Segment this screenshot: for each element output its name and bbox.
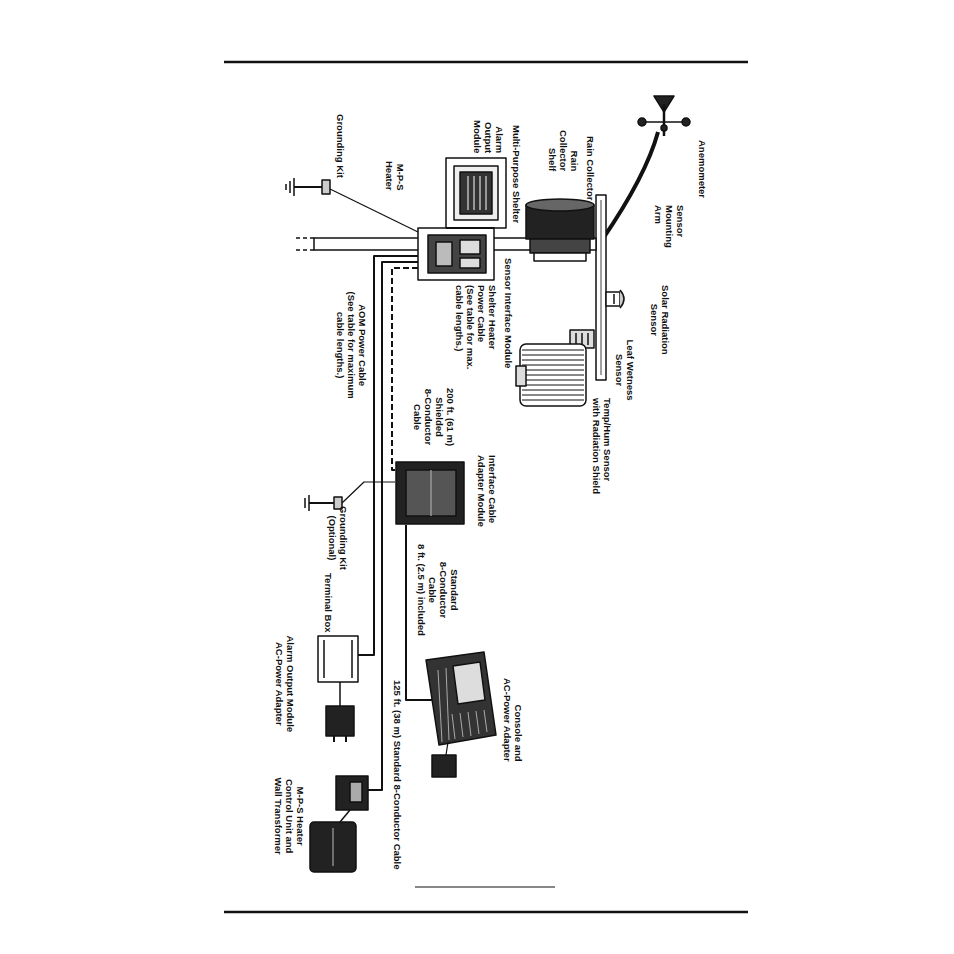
part-label: 200 ft. (61 m) Shielded 8-Conductor Cabl… xyxy=(412,388,456,446)
wall-transformer xyxy=(310,822,356,872)
console xyxy=(426,652,496,745)
part-label: Sensor Mounting Arm xyxy=(653,205,686,248)
part-label: Leaf Wetness Sensor xyxy=(614,340,636,401)
part-label: Anemometer xyxy=(697,140,708,198)
part-label: 125 ft. (38 m) Standard 8-Conductor Cabl… xyxy=(392,680,403,870)
part-label: Terminal Box xyxy=(323,573,334,632)
bottom-rule xyxy=(224,911,748,914)
part-label: Shelter Heater Power Cable (See table fo… xyxy=(454,285,498,369)
sensor-mounting-arm xyxy=(596,195,606,380)
part-label: Rain Collector Shelf xyxy=(547,130,580,171)
part-label: Sensor Interface Module xyxy=(503,258,514,368)
grounding-kit xyxy=(286,178,330,196)
part-label: M-P-S Heater xyxy=(384,161,406,191)
part-label: Console and AC-Power Adapter xyxy=(502,678,524,762)
part-label: Alarm Output Module AC-Power Adapter xyxy=(274,636,296,733)
anemometer-arm xyxy=(602,132,658,240)
solar-radiation-sensor xyxy=(606,290,624,308)
short-rule xyxy=(415,887,555,888)
radiation-shield xyxy=(516,344,586,406)
part-label: Grounding Kit xyxy=(335,114,346,178)
rain-collector xyxy=(526,199,594,261)
part-label: Grounding Kit (Optional) xyxy=(327,506,349,570)
interface-cable-adapter-module xyxy=(396,462,464,524)
multi-purpose-shelter xyxy=(418,158,506,280)
heater-control-unit xyxy=(336,776,368,810)
part-label: Rain Collector xyxy=(585,136,596,200)
part-label: Standard 8-Conductor Cable 8 ft. (2.5 m)… xyxy=(416,544,460,636)
part-label: AOM Power Cable (See table for maximum c… xyxy=(335,292,368,399)
aom-power-adapter xyxy=(326,706,354,742)
console-power-adapter xyxy=(432,755,456,777)
part-label: Temp/Hum Sensor with Radiation Shield xyxy=(591,398,613,494)
part-label: Multi-Purpose Shelter xyxy=(511,125,522,223)
part-label: Interface Cable Adapter Module xyxy=(476,455,498,527)
part-label: M-P-S Heater Control Unit and Wall Trans… xyxy=(273,778,306,855)
anemometer xyxy=(638,96,690,136)
part-label: Solar Radiation Sensor xyxy=(649,285,671,355)
top-rule xyxy=(224,61,748,64)
terminal-box xyxy=(318,636,358,682)
part-label: Alarm Output Module xyxy=(472,120,505,153)
shielded-cable xyxy=(392,268,418,470)
grounding-kit-optional xyxy=(305,495,342,511)
